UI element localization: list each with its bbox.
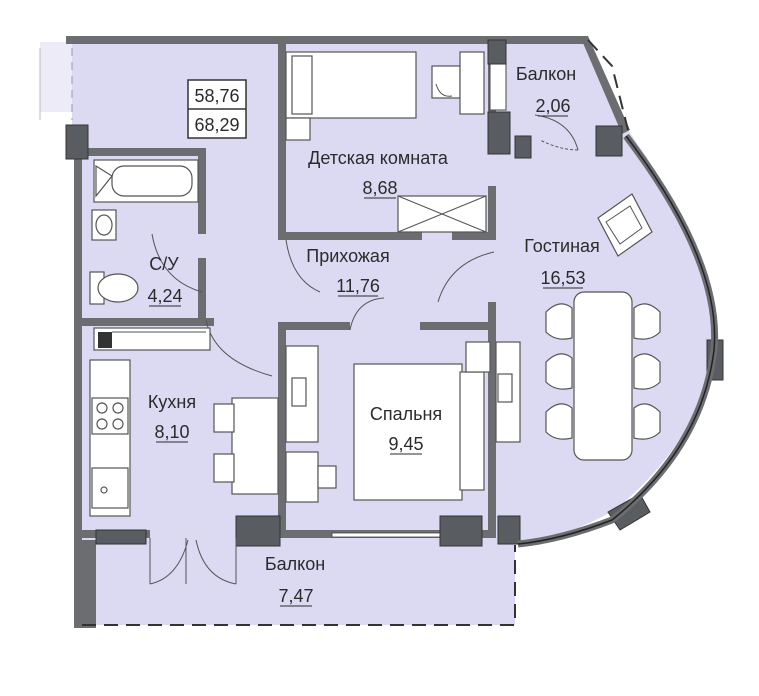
windows	[331, 61, 507, 538]
walls	[66, 36, 630, 628]
balcony-bottom-name: Балкон	[265, 554, 325, 574]
bedroom-furniture	[285, 341, 521, 503]
bedroom-area: 9,45	[388, 434, 423, 454]
bathroom-area: 4,24	[147, 286, 182, 306]
columns	[65, 39, 724, 547]
balcony-outlines	[39, 39, 629, 626]
bathroom-name: С/У	[149, 254, 179, 274]
kitchen-furniture	[89, 359, 279, 517]
balcony-top-name: Балкон	[516, 64, 576, 84]
totals-box: 58,76 68,29	[187, 79, 247, 139]
kids-room-furniture	[285, 51, 487, 233]
living-room-name: Гостиная	[524, 236, 600, 256]
kitchen-name: Кухня	[148, 392, 196, 412]
living-room-furniture	[545, 193, 661, 461]
kids-room-name: Детская комната	[308, 148, 449, 168]
balcony-bottom-area: 7,47	[278, 586, 313, 606]
balcony-top-area: 2,06	[535, 96, 570, 116]
kids-room-area: 8,68	[362, 178, 397, 198]
total-area-value: 68,29	[194, 115, 239, 135]
outer-ledge	[40, 42, 72, 112]
hallway-area: 11,76	[336, 276, 380, 296]
hallway-name: Прихожая	[306, 246, 389, 266]
living-area-value: 58,76	[194, 86, 239, 106]
bathroom-furniture	[89, 159, 211, 351]
kitchen-area: 8,10	[154, 422, 189, 442]
bedroom-name: Спальня	[370, 404, 442, 424]
living-room-area: 16,53	[540, 268, 585, 288]
room-labels: Балкон 2,06 Детская комната 8,68 С/У 4,2…	[147, 64, 600, 607]
